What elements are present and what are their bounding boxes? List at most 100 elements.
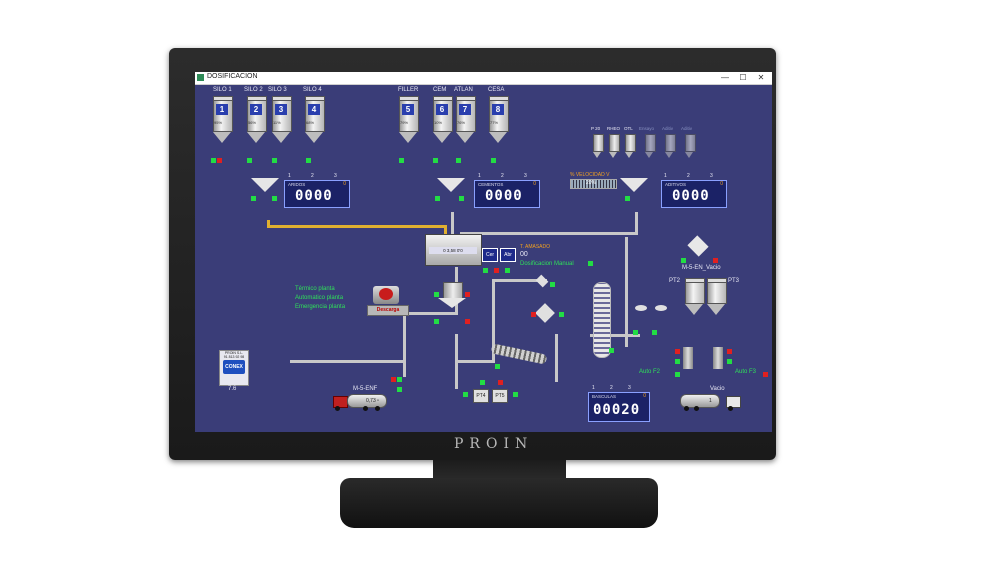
discharge-pipe xyxy=(403,312,458,315)
filter-indicator xyxy=(675,359,680,364)
pt2-silo[interactable] xyxy=(685,278,705,315)
aridos-scale-panel[interactable]: ARIDOS 0 0000 xyxy=(284,180,350,208)
t-amasado-value: 00 xyxy=(520,251,528,258)
valve-icon[interactable] xyxy=(635,305,647,311)
silo-label: SILO 4 xyxy=(303,87,322,93)
scale-value: 0 xyxy=(533,181,536,187)
silo-5[interactable]: 5 79% xyxy=(399,96,419,143)
valve-indicator xyxy=(247,158,252,163)
scale-indicator xyxy=(272,196,277,201)
scale-value: 0 xyxy=(720,181,723,187)
silo-8[interactable]: 8 77% xyxy=(489,96,509,143)
silo-3[interactable]: 3 11% xyxy=(272,96,292,143)
monitor-brand: PROIN xyxy=(454,436,534,452)
silo-percent: 95% xyxy=(214,120,223,125)
auto-f2-label: Auto F2 xyxy=(639,369,661,375)
scale-title: BASCULAS xyxy=(592,394,617,399)
additive-tank-6[interactable] xyxy=(685,134,696,158)
additive-label: OTL xyxy=(624,126,633,131)
filter-f3[interactable] xyxy=(713,347,723,369)
belt-conveyor[interactable] xyxy=(490,343,548,365)
pt-pipe xyxy=(590,334,640,337)
pt-label: PT3 xyxy=(728,278,740,284)
scale-marker: 1 xyxy=(478,173,481,179)
pt4-hopper[interactable]: PT4 xyxy=(473,389,489,403)
valve-icon[interactable] xyxy=(655,305,667,311)
scale-display: 0000 xyxy=(485,188,523,204)
pt-indicator xyxy=(480,380,485,385)
intermediate-hopper-cone xyxy=(438,298,466,308)
aridos-pipe xyxy=(267,225,447,228)
truck-indicator xyxy=(397,387,402,392)
cementos-scale-panel[interactable]: CEMENTOS 0 0000 xyxy=(474,180,540,208)
silo-label: FILLER xyxy=(398,87,419,93)
scale-marker: 1 xyxy=(664,173,667,179)
scale-value: 0 xyxy=(643,393,646,399)
additive-tank-2[interactable] xyxy=(609,134,620,158)
mixer-close-button[interactable]: Cer xyxy=(482,248,498,262)
silo-percent: 68% xyxy=(306,120,315,125)
pt3-silo[interactable] xyxy=(707,278,727,315)
discharge-pipe xyxy=(403,312,406,377)
additive-label: Ensayo xyxy=(639,126,655,131)
close-button[interactable]: ✕ xyxy=(757,73,765,82)
valve-indicator xyxy=(433,158,438,163)
silo-label: SILO 3 xyxy=(268,87,287,93)
minimize-button[interactable]: — xyxy=(721,73,729,82)
pt-pipe xyxy=(492,279,495,363)
aditivos-scale-panel[interactable]: ADITIVOS 0 0000 xyxy=(661,180,727,208)
silo-number: 1 xyxy=(216,104,228,115)
filter-f2[interactable] xyxy=(683,347,693,369)
silo-number: 6 xyxy=(436,104,448,115)
maximize-button[interactable]: ☐ xyxy=(739,73,747,82)
speed-value: 20% xyxy=(586,180,597,186)
status-emergencia: Emergencia planta xyxy=(295,304,346,310)
valve-icon[interactable] xyxy=(535,274,549,288)
additive-tank-5[interactable] xyxy=(665,134,676,158)
filter-indicator xyxy=(727,359,732,364)
valve-indicator xyxy=(681,258,686,263)
pt-label: PT2 xyxy=(669,278,681,284)
pt5-hopper[interactable]: PT5 xyxy=(492,389,508,403)
truck-right-value: 1 xyxy=(709,398,712,404)
silo-number: 3 xyxy=(275,104,287,115)
silo-percent: 10% xyxy=(434,120,443,125)
basculas-pipe xyxy=(555,334,558,382)
additive-tank-3[interactable] xyxy=(625,134,636,158)
additive-pipe xyxy=(635,212,638,235)
scale-marker: 3 xyxy=(524,173,527,179)
silo-7[interactable]: 7 76% xyxy=(456,96,476,143)
hopper-indicator xyxy=(465,292,470,297)
silo-percent: 77% xyxy=(490,120,499,125)
additive-tank-1[interactable] xyxy=(593,134,604,158)
silo-1[interactable]: 1 95% xyxy=(213,96,233,143)
descarga-label: Descarga xyxy=(367,305,409,316)
descarga-button[interactable]: Descarga xyxy=(367,286,411,316)
m5-valve-icon[interactable] xyxy=(687,235,709,257)
valve-indicator xyxy=(399,158,404,163)
silo-label: ATLAN xyxy=(454,87,473,93)
window-title: DOSIFICACION xyxy=(207,73,258,80)
valve-indicator xyxy=(713,258,718,263)
silo-percent: 11% xyxy=(273,120,281,125)
silo-percent: 76% xyxy=(457,120,466,125)
aridos-pipe xyxy=(267,220,270,228)
silo-6[interactable]: 6 10% xyxy=(433,96,453,143)
diverter-valve-icon[interactable] xyxy=(535,303,555,323)
silo-4[interactable]: 4 68% xyxy=(305,96,325,143)
scada-screen: DOSIFICACION — ☐ ✕ SILO 1 SILO 2 SILO 3 … xyxy=(195,72,772,432)
valve-indicator xyxy=(559,312,564,317)
mixer-open-button[interactable]: Abr xyxy=(500,248,516,262)
scale-value: 0 xyxy=(343,181,346,187)
filter-indicator xyxy=(727,349,732,354)
additive-tank-4[interactable] xyxy=(645,134,656,158)
basculas-scale-panel[interactable]: BASCULAS 0 00020 xyxy=(588,392,650,422)
silo-label: CESA xyxy=(488,87,505,93)
bucket-elevator[interactable] xyxy=(593,282,611,358)
valve-indicator xyxy=(306,158,311,163)
silo-2[interactable]: 2 56% xyxy=(247,96,267,143)
aridos-hopper xyxy=(251,178,279,192)
scale-title: ARIDOS xyxy=(288,182,306,187)
mixer[interactable]: 0 3,58 0'0 xyxy=(425,234,482,266)
cementos-hopper xyxy=(437,178,465,192)
